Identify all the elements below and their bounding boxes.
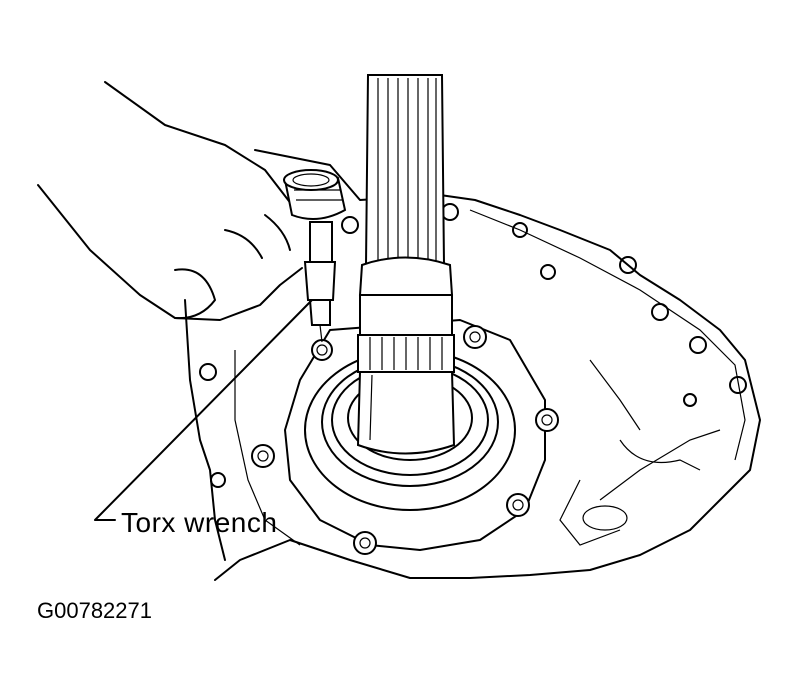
housing-holes bbox=[199, 203, 747, 488]
bearing-retainer bbox=[284, 319, 546, 551]
torx-wrench bbox=[283, 169, 347, 343]
output-shaft bbox=[356, 74, 456, 455]
bolt bbox=[463, 325, 487, 349]
torx-bolts bbox=[251, 325, 559, 555]
figure-id: G00782271 bbox=[37, 598, 152, 623]
bolt bbox=[535, 408, 559, 432]
housing bbox=[184, 149, 761, 581]
bolt bbox=[353, 531, 377, 555]
hand bbox=[37, 81, 303, 321]
leader-line bbox=[94, 299, 313, 521]
torx-wrench-label: Torx wrench bbox=[121, 507, 278, 538]
bolt bbox=[251, 444, 275, 468]
bolt bbox=[311, 339, 333, 361]
bolt bbox=[506, 493, 530, 517]
